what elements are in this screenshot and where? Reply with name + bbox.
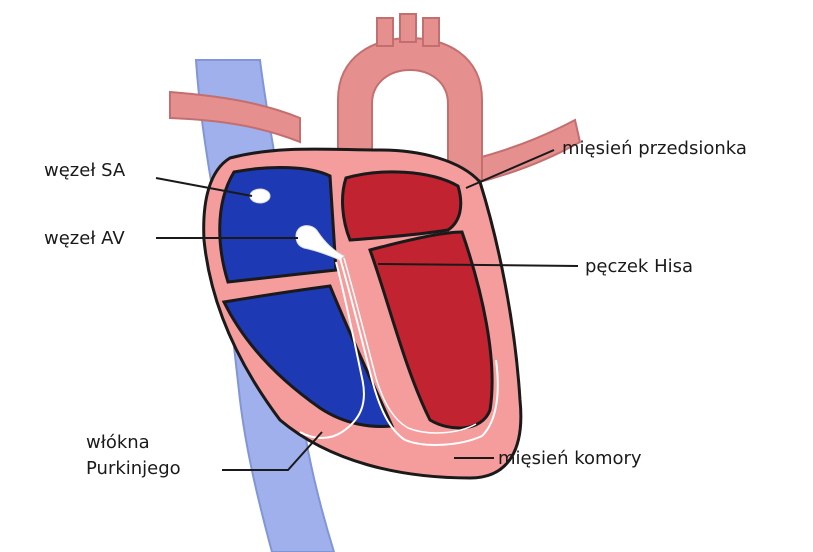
aortic-branch-3 xyxy=(423,18,439,46)
aortic-branch-1 xyxy=(377,18,393,46)
label-atrial-muscle: mięsień przedsionka xyxy=(562,138,747,160)
label-purkinje-line-2: Purkinjego xyxy=(86,458,181,480)
left-atrium xyxy=(343,172,461,240)
label-purkinje-line-1: włókna xyxy=(86,432,150,454)
sa-node-shape xyxy=(250,189,270,203)
label-ventricular-muscle: mięsień komory xyxy=(498,448,642,470)
label-bundle-of-his: pęczek Hisa xyxy=(585,256,693,278)
label-av-node: węzeł AV xyxy=(44,228,125,250)
right-atrium xyxy=(220,167,336,282)
aortic-branch-2 xyxy=(400,14,416,42)
label-sa-node: węzeł SA xyxy=(44,160,125,182)
